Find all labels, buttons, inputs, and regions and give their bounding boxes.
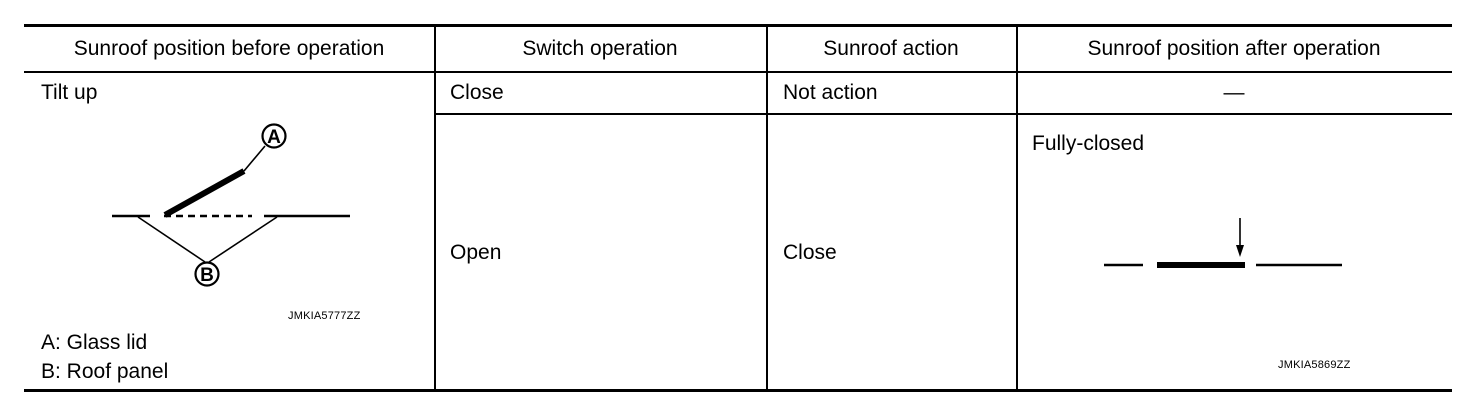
label-a-circle — [261, 123, 287, 149]
column-divider — [434, 27, 436, 389]
sunroof-operation-table: Sunroof position before operation Switch… — [24, 24, 1452, 392]
sunroof-action-value: Close — [783, 241, 837, 264]
header-switch-operation: Switch operation — [522, 37, 678, 60]
legend-roof-panel: B: Roof panel — [41, 360, 169, 383]
figure-code-before: JMKIA5777ZZ — [288, 310, 361, 322]
column-divider — [766, 27, 768, 389]
after-position-value: Fully-closed — [1032, 132, 1145, 155]
fully-closed-sunroof-diagram — [1104, 218, 1342, 268]
header-sunroof-action: Sunroof action — [823, 37, 959, 60]
header-divider — [24, 71, 1452, 73]
table-grid: Sunroof position before operation Switch… — [24, 27, 1452, 389]
row-divider — [434, 113, 1452, 115]
label-b-circle — [194, 261, 220, 287]
figure-code-after: JMKIA5869ZZ — [1278, 359, 1351, 371]
column-divider — [1016, 27, 1018, 389]
legend-glass-lid: A: Glass lid — [41, 331, 148, 354]
leader-line-b-right — [208, 216, 278, 263]
before-position-value: Tilt up — [41, 81, 98, 104]
glass-lid-tilted — [163, 168, 246, 218]
leader-line-b-left — [137, 216, 206, 263]
switch-operation-value: Open — [450, 241, 502, 264]
header-before-position: Sunroof position before operation — [73, 37, 385, 60]
header-after-position: Sunroof position after operation — [1087, 37, 1381, 60]
label-b: B — [200, 265, 214, 286]
arrow-down-icon — [1236, 245, 1244, 257]
leader-line-a — [243, 145, 266, 172]
label-a: A — [267, 127, 281, 148]
tilt-up-sunroof-diagram: A B — [112, 123, 350, 287]
switch-operation-value: Close — [450, 81, 504, 104]
after-position-value: — — [1223, 81, 1245, 104]
sunroof-action-value: Not action — [783, 81, 878, 104]
